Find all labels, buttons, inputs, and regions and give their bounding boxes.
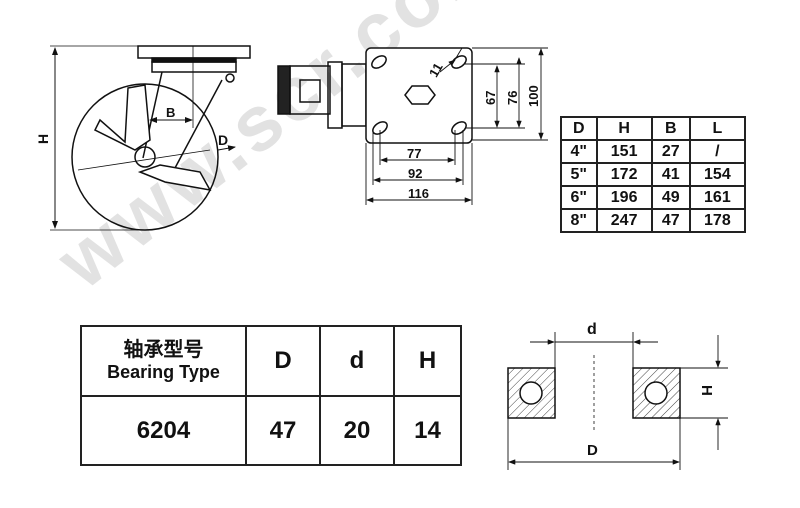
cell: 196 [595, 185, 653, 210]
header-cell: d [319, 325, 395, 397]
header-cell: D [245, 325, 321, 397]
cell: 161 [688, 185, 747, 210]
cell: 154 [688, 162, 747, 187]
dim-77: 77 [407, 146, 421, 161]
mounting-plate [365, 47, 473, 144]
label-d: D [218, 132, 228, 148]
cell: 247 [595, 208, 653, 233]
cell: 8" [560, 208, 598, 233]
header-cell: B [650, 116, 691, 141]
label-h: H [35, 134, 51, 144]
bearing-table: 轴承型号 Bearing Type D d H 6204 47 20 14 [80, 325, 462, 466]
header-cell: H [595, 116, 653, 141]
cell: 4" [560, 139, 598, 164]
top-plate-view [277, 47, 548, 205]
header-cell: D [560, 116, 598, 141]
bearing-type-en: Bearing Type [107, 362, 220, 382]
bearing-type-header: 轴承型号 Bearing Type [80, 325, 247, 397]
label-bearing-d: d [587, 321, 597, 338]
bearing-type-cn: 轴承型号 [123, 339, 204, 361]
dim-hole-size: 11 [426, 60, 446, 79]
dim-100: 100 [526, 85, 541, 107]
top-plate [137, 45, 251, 59]
table-header-row: 轴承型号 Bearing Type D d H [80, 325, 462, 397]
cell: 20 [319, 395, 395, 466]
cell: 47 [245, 395, 321, 466]
cell: 14 [393, 395, 462, 466]
table-row: 6204 47 20 14 [80, 395, 462, 466]
cell: 41 [650, 162, 691, 187]
dim-116: 116 [408, 186, 429, 201]
dim-67: 67 [483, 91, 498, 105]
cell: 47 [650, 208, 691, 233]
header-cell: L [688, 116, 747, 141]
label-b: B [166, 105, 175, 120]
bearing-drawing [507, 332, 728, 470]
caster-side-view [50, 45, 251, 231]
cell: 6" [560, 185, 598, 210]
cell: 5" [560, 162, 598, 187]
cell: 178 [688, 208, 747, 233]
cell: 27 [650, 139, 691, 164]
dim-76: 76 [505, 91, 520, 105]
cell: 49 [650, 185, 691, 210]
cell: 6204 [80, 395, 247, 466]
header-cell: H [393, 325, 462, 397]
table-header-row: D H B L [560, 116, 747, 141]
cell: 172 [595, 162, 653, 187]
axle [134, 146, 156, 168]
cell: / [688, 139, 747, 164]
label-bearing-D: D [587, 442, 598, 459]
label-bearing-H: H [698, 385, 715, 396]
dim-92: 92 [408, 166, 422, 181]
cell: 151 [595, 139, 653, 164]
